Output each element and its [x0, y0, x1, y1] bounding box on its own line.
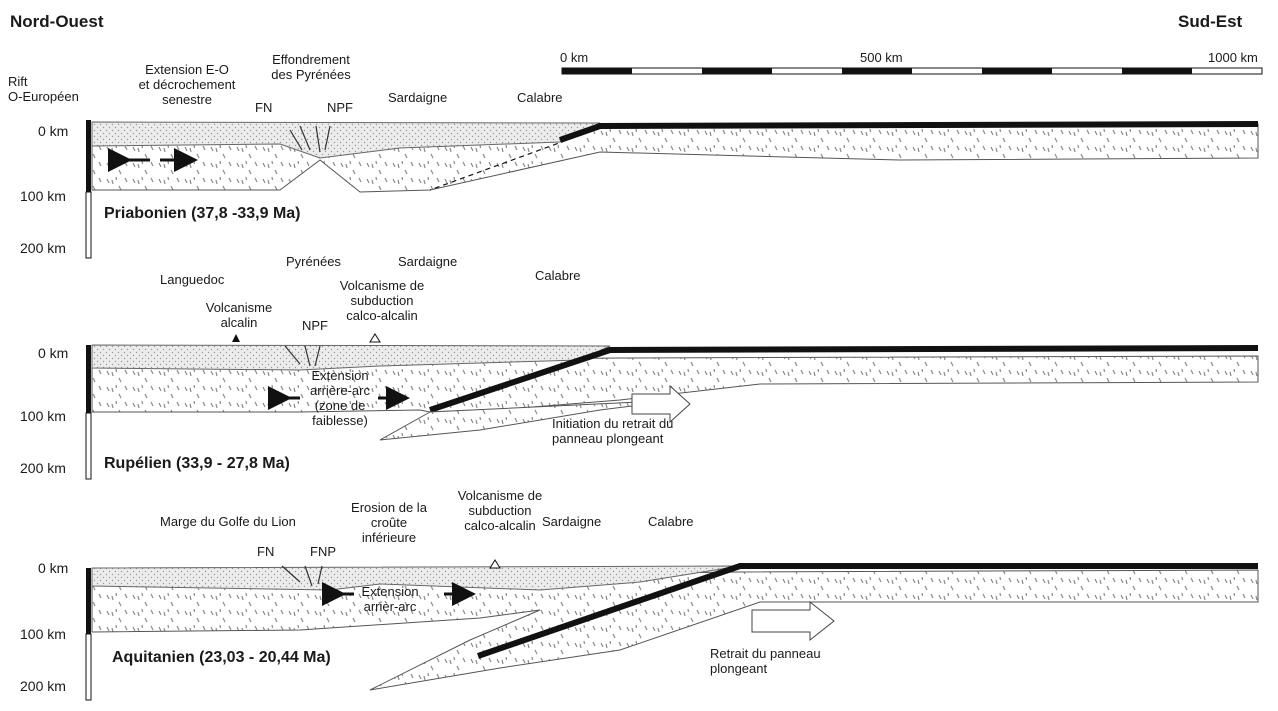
scale-label-mid: 500 km	[860, 50, 903, 65]
rift-label: Rift O-Européen	[8, 74, 79, 104]
depth-0-label: 0 km	[38, 123, 68, 139]
sardaigne-label: Sardaigne	[398, 254, 457, 269]
fn-label: FN	[257, 544, 274, 559]
panel-aquitanien	[86, 560, 1258, 700]
effondrement-label: Effondrement des Pyrénées	[256, 52, 366, 82]
languedoc-label: Languedoc	[160, 272, 224, 287]
fnp-label: FNP	[310, 544, 336, 559]
depth-100-label: 100 km	[20, 188, 66, 204]
panel-priabonien	[86, 120, 1258, 258]
depth-200-label: 200 km	[20, 460, 66, 476]
calabre-label: Calabre	[535, 268, 581, 283]
southeast-label: Sud-Est	[1178, 12, 1242, 32]
calabre-label: Calabre	[648, 514, 694, 529]
scale-label-start: 0 km	[560, 50, 588, 65]
depth-200-label: 200 km	[20, 678, 66, 694]
calabre-label: Calabre	[517, 90, 563, 105]
pyrenees-label: Pyrénées	[286, 254, 341, 269]
northwest-label: Nord-Ouest	[10, 12, 104, 32]
scale-label-end: 1000 km	[1208, 50, 1258, 65]
depth-0-label: 0 km	[38, 560, 68, 576]
panel-title: Priabonien (37,8 -33,9 Ma)	[104, 204, 301, 223]
extension-arriere-arc-label: Extension arrièr-arc	[348, 584, 432, 614]
volcanisme-subduction-label: Volcanisme de subduction calco-alcalin	[334, 278, 430, 323]
depth-100-label: 100 km	[20, 408, 66, 424]
extension-label: Extension E-O et décrochement senestre	[122, 62, 252, 107]
panel-title: Rupélien (33,9 - 27,8 Ma)	[104, 454, 290, 473]
volcanisme-subduction-label: Volcanisme de subduction calco-alcalin	[448, 488, 552, 533]
sardaigne-label: Sardaigne	[388, 90, 447, 105]
depth-200-label: 200 km	[20, 240, 66, 256]
initiation-retrait-label: Initiation du retrait du panneau plongea…	[552, 416, 673, 446]
marge-golfe-label: Marge du Golfe du Lion	[160, 514, 296, 529]
depth-100-label: 100 km	[20, 626, 66, 642]
npf-label: NPF	[302, 318, 328, 333]
volcanisme-alcalin-label: Volcanisme alcalin	[196, 300, 282, 330]
extension-arriere-arc-label: Extension arrière-arc (zone de faiblesse…	[300, 368, 380, 428]
depth-0-label: 0 km	[38, 345, 68, 361]
fn-label: FN	[255, 100, 272, 115]
panel-title: Aquitanien (23,03 - 20,44 Ma)	[112, 648, 331, 667]
scale-bar	[562, 68, 1262, 74]
sardaigne-label: Sardaigne	[542, 514, 601, 529]
retrait-panneau-label: Retrait du panneau plongeant	[710, 646, 821, 676]
npf-label: NPF	[327, 100, 353, 115]
erosion-label: Erosion de la croûte inférieure	[340, 500, 438, 545]
